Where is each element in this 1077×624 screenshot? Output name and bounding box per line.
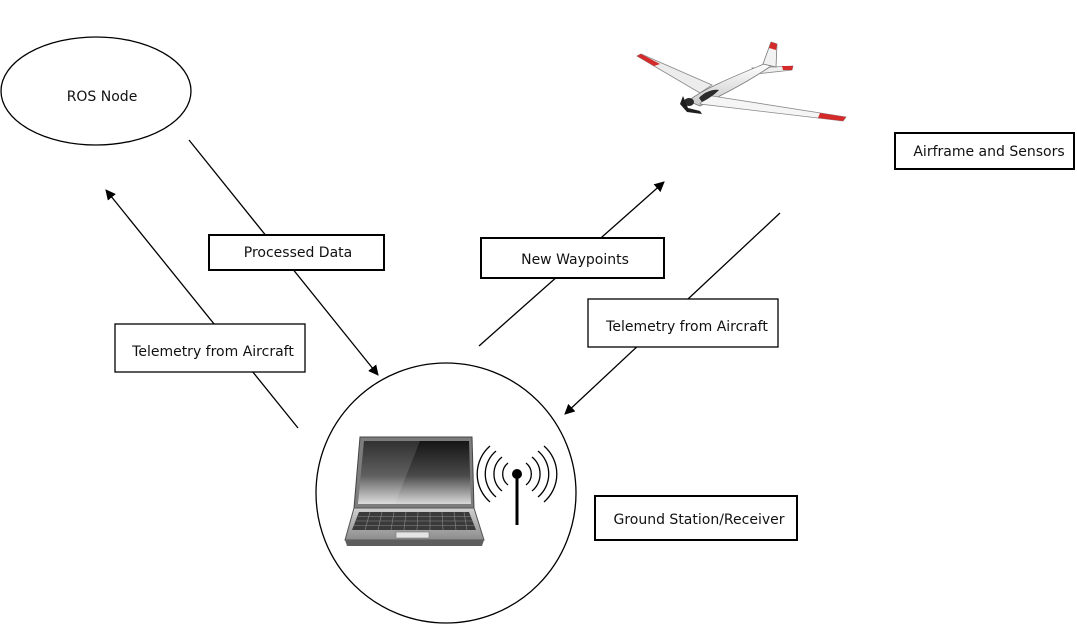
airframe-label: Airframe and Sensors xyxy=(913,144,1064,160)
ground-station-label: Ground Station/Receiver xyxy=(613,512,784,528)
telemetry-to-ground-label-box: Telemetry from Aircraft xyxy=(587,298,779,348)
airplane-icon xyxy=(636,41,847,122)
arrow-telemetry-to-ros xyxy=(105,189,299,429)
ground-station xyxy=(315,362,577,624)
new-waypoints-label-box: New Waypoints xyxy=(480,237,665,279)
processed-data-label: Processed Data xyxy=(244,245,353,261)
processed-data-label-box: Processed Data xyxy=(208,234,385,271)
telemetry-to-ros-box xyxy=(114,323,306,373)
edge-telemetry-to-ros xyxy=(105,189,299,429)
telemetry-to-ground-box xyxy=(587,298,779,348)
ground-station-box xyxy=(594,495,798,541)
ros-node-label: ROS Node xyxy=(67,89,138,105)
airframe-box xyxy=(894,132,1075,170)
telemetry-to-ros-label: Telemetry from Aircraft xyxy=(131,344,294,360)
airframe-label-box: Airframe and Sensors xyxy=(894,132,1075,170)
laptop-icon xyxy=(344,436,485,546)
ground-station-label-box: Ground Station/Receiver xyxy=(594,495,798,541)
antenna-icon xyxy=(476,445,558,525)
telemetry-to-ros-label-box: Telemetry from Aircraft xyxy=(114,323,306,373)
ros-node-shape xyxy=(0,36,192,146)
processed-data-box xyxy=(208,234,385,271)
ros-node: ROS Node xyxy=(0,36,192,146)
new-waypoints-box xyxy=(480,237,665,279)
telemetry-to-ground-label: Telemetry from Aircraft xyxy=(605,319,768,335)
new-waypoints-label: New Waypoints xyxy=(521,252,629,268)
